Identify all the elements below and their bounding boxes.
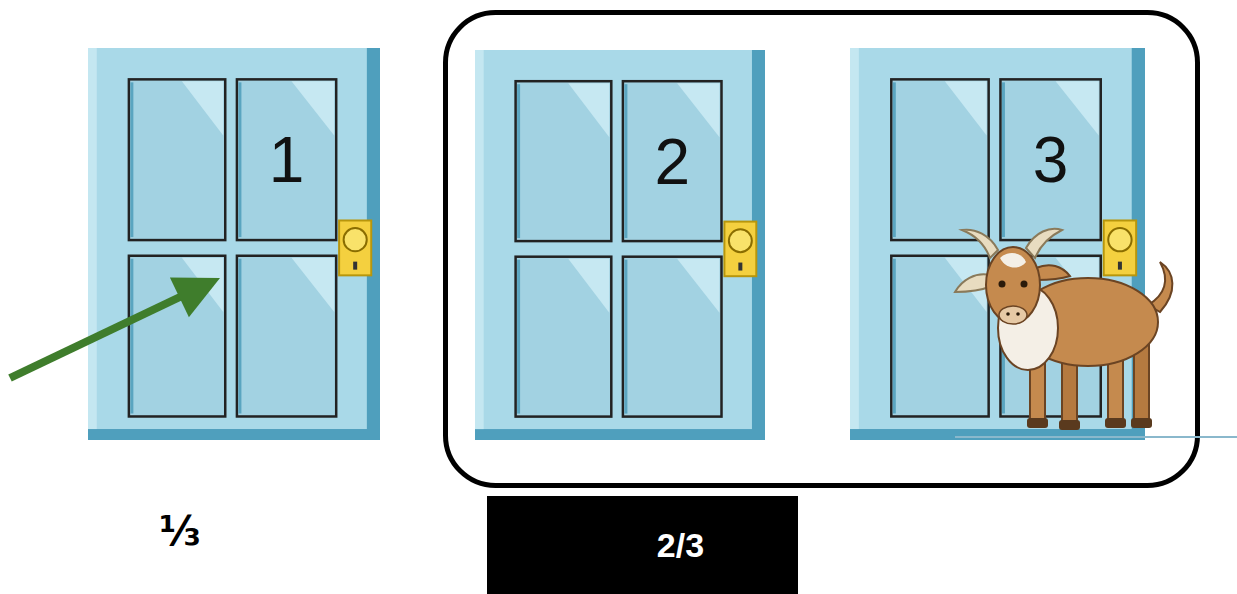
- door-box: 1: [88, 48, 380, 440]
- panel-glare: [945, 81, 987, 135]
- door-shape: [850, 48, 1145, 440]
- door-panel: [237, 256, 336, 417]
- panel-shade: [893, 259, 896, 414]
- panel-glare: [182, 258, 223, 312]
- door-keyhole: [353, 262, 357, 270]
- panel-glare: [568, 259, 609, 313]
- panel-shade: [238, 259, 241, 414]
- door-edge: [88, 48, 380, 440]
- door-panel: [1000, 79, 1100, 240]
- door-edge: [475, 50, 765, 440]
- door-edge: [850, 48, 1145, 440]
- panel-glare: [1056, 258, 1099, 312]
- panel-shade: [1002, 82, 1005, 237]
- door-knob: [344, 228, 367, 251]
- panel-shade: [517, 84, 520, 238]
- panel-shade: [893, 82, 896, 237]
- door-highlight: [475, 50, 484, 429]
- door-panel: [891, 256, 988, 417]
- panel-glare: [182, 81, 223, 135]
- door-shape: [88, 48, 380, 440]
- door-shape: [475, 50, 765, 440]
- door-panel: [129, 256, 225, 417]
- door-panel: [516, 81, 612, 241]
- door-box: 3: [850, 48, 1145, 440]
- door-face: [475, 50, 752, 429]
- door-lock-plate: [339, 220, 371, 275]
- door-panel: [891, 79, 988, 240]
- panel-shade: [1002, 259, 1005, 414]
- door-panel: [1000, 256, 1100, 417]
- panel-shade: [130, 259, 133, 414]
- door-panel: [129, 79, 225, 240]
- door-panel: [623, 81, 722, 241]
- door-number: 3: [1000, 128, 1100, 192]
- door-lock-plate: [724, 222, 756, 277]
- door-group: 2/323: [443, 10, 1200, 488]
- door-panel: [516, 257, 612, 417]
- door-panel: [237, 79, 336, 240]
- door-lock-plate: [1104, 220, 1136, 275]
- door-panel: [623, 257, 722, 417]
- panel-glare: [568, 83, 609, 137]
- goat-tail: [1148, 262, 1172, 312]
- panel-shade: [517, 260, 520, 414]
- panel-shade: [238, 82, 241, 237]
- door-highlight: [88, 48, 97, 429]
- door-knob: [729, 229, 752, 252]
- door-number: 1: [237, 128, 336, 192]
- panel-shade: [624, 84, 627, 238]
- door-keyhole: [1118, 262, 1122, 270]
- door-face: [88, 48, 367, 429]
- door-keyhole: [738, 263, 742, 271]
- panel-glare: [677, 259, 719, 313]
- panel-glare: [292, 258, 335, 312]
- panel-glare: [945, 258, 987, 312]
- panel-shade: [624, 260, 627, 414]
- panel-shade: [130, 82, 133, 237]
- group-outline: [446, 13, 1198, 486]
- door-box: 2: [475, 50, 765, 440]
- probability-box: 2/3: [487, 496, 798, 594]
- probability-label: ⅓: [130, 508, 230, 554]
- door-knob: [1108, 228, 1131, 251]
- door-highlight: [850, 48, 859, 429]
- door-face: [850, 48, 1132, 429]
- door-number: 2: [623, 130, 722, 194]
